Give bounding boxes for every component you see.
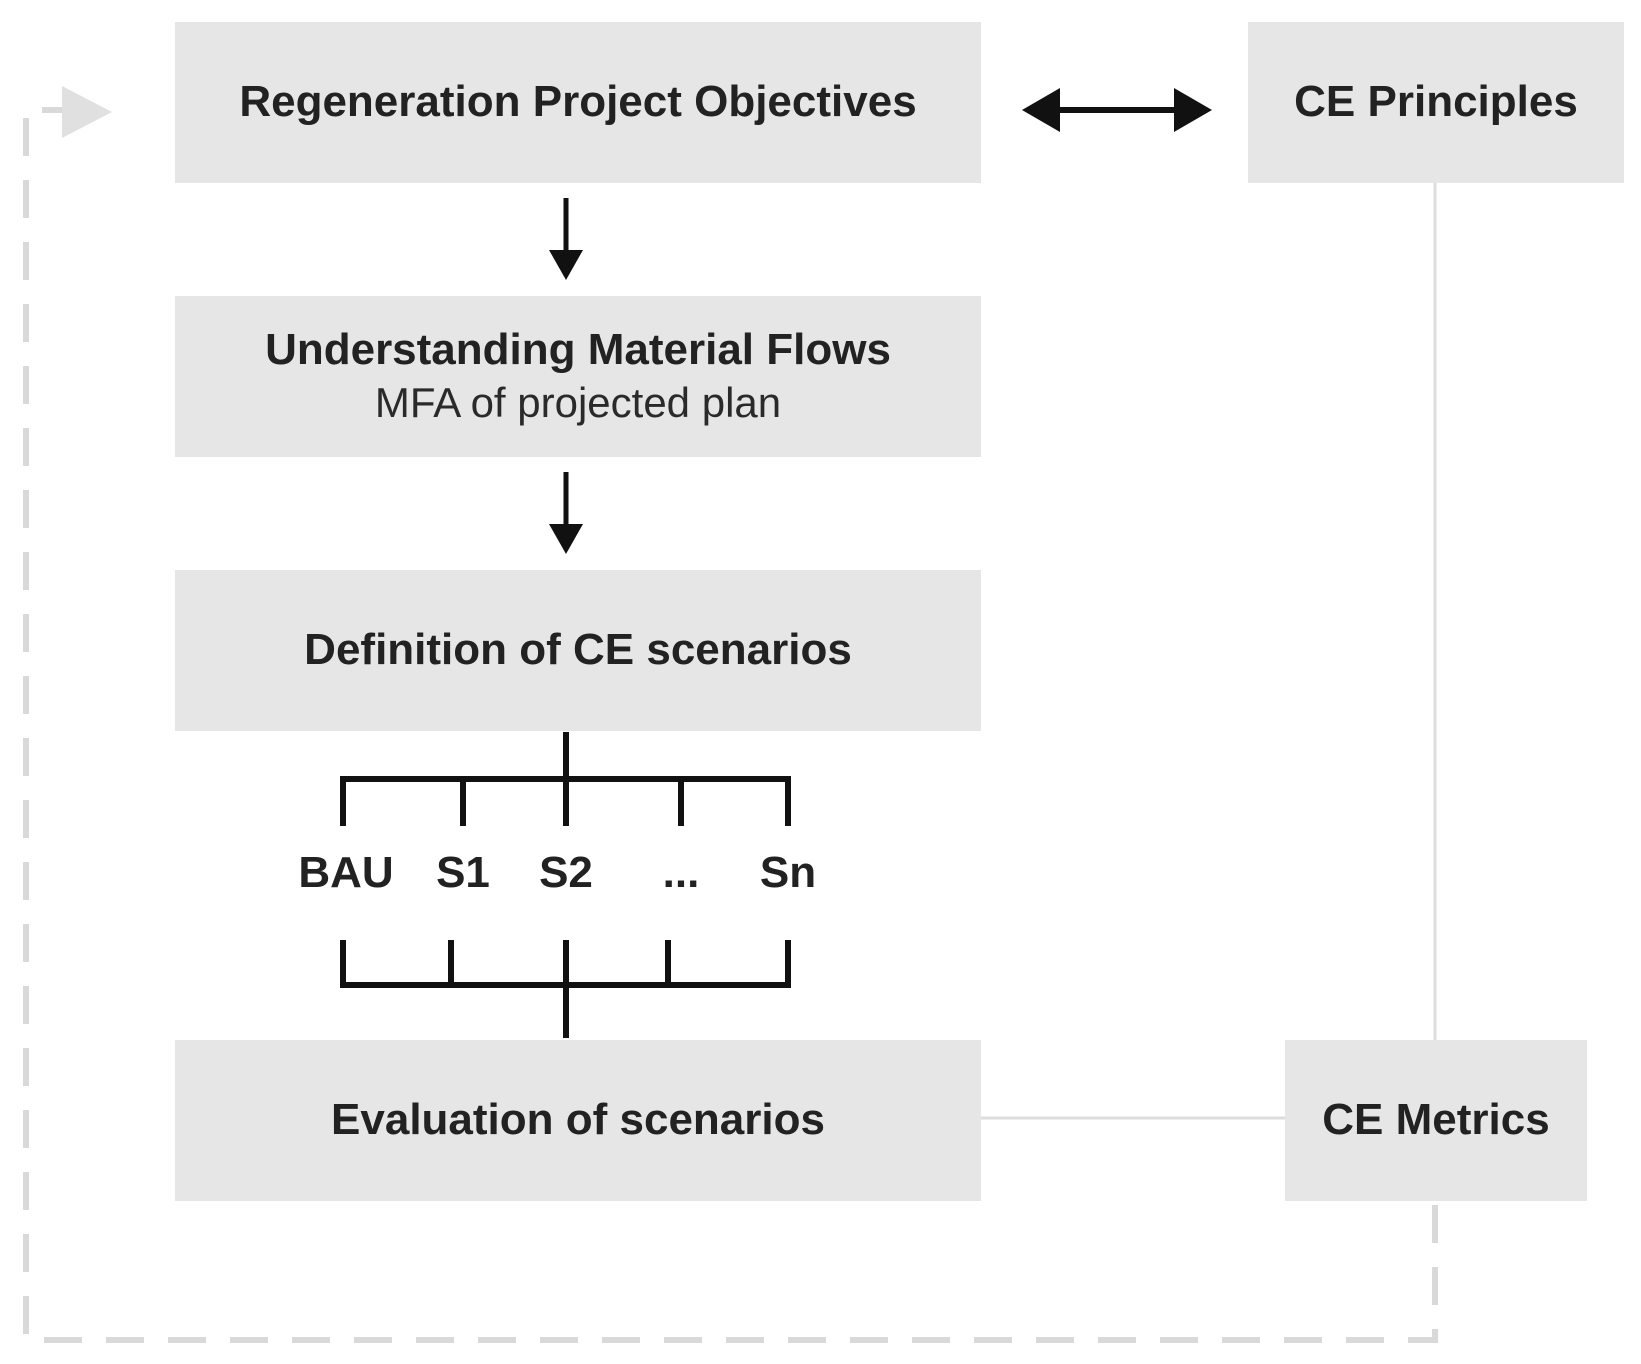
arrow-flows-to-definition: [549, 472, 583, 554]
principles-label: CE Principles: [1294, 77, 1578, 127]
definition-label: Definition of CE scenarios: [304, 625, 852, 675]
box-ce-metrics: CE Metrics: [1285, 1040, 1587, 1201]
arrow-objectives-to-flows: [549, 198, 583, 280]
scenario-label: S2: [539, 848, 593, 897]
box-evaluation-scenarios: Evaluation of scenarios: [175, 1040, 981, 1201]
metrics-label: CE Metrics: [1322, 1095, 1550, 1145]
box-definition-scenarios: Definition of CE scenarios: [175, 570, 981, 731]
scenario-branch-bottom: [340, 940, 791, 1038]
material-flows-subtitle: MFA of projected plan: [374, 378, 782, 426]
material-flows-title: Understanding Material Flows: [265, 324, 891, 374]
scenario-branch-top: [340, 732, 791, 826]
scenario-label: ...: [662, 848, 700, 897]
feedback-loop-dashed-line: [23, 107, 1438, 1343]
scenario-label: BAU: [298, 848, 394, 897]
feedback-loop-arrowhead: [62, 86, 112, 138]
evaluation-label: Evaluation of scenarios: [331, 1095, 825, 1145]
box-ce-principles: CE Principles: [1248, 22, 1624, 183]
scenario-label: Sn: [759, 848, 817, 897]
objectives-label: Regeneration Project Objectives: [239, 77, 917, 127]
box-regeneration-objectives: Regeneration Project Objectives: [175, 22, 981, 183]
objectives-principles-double-arrow: [1022, 88, 1212, 132]
scenario-label: S1: [436, 848, 490, 897]
box-material-flows: Understanding Material Flows MFA of proj…: [175, 296, 981, 457]
